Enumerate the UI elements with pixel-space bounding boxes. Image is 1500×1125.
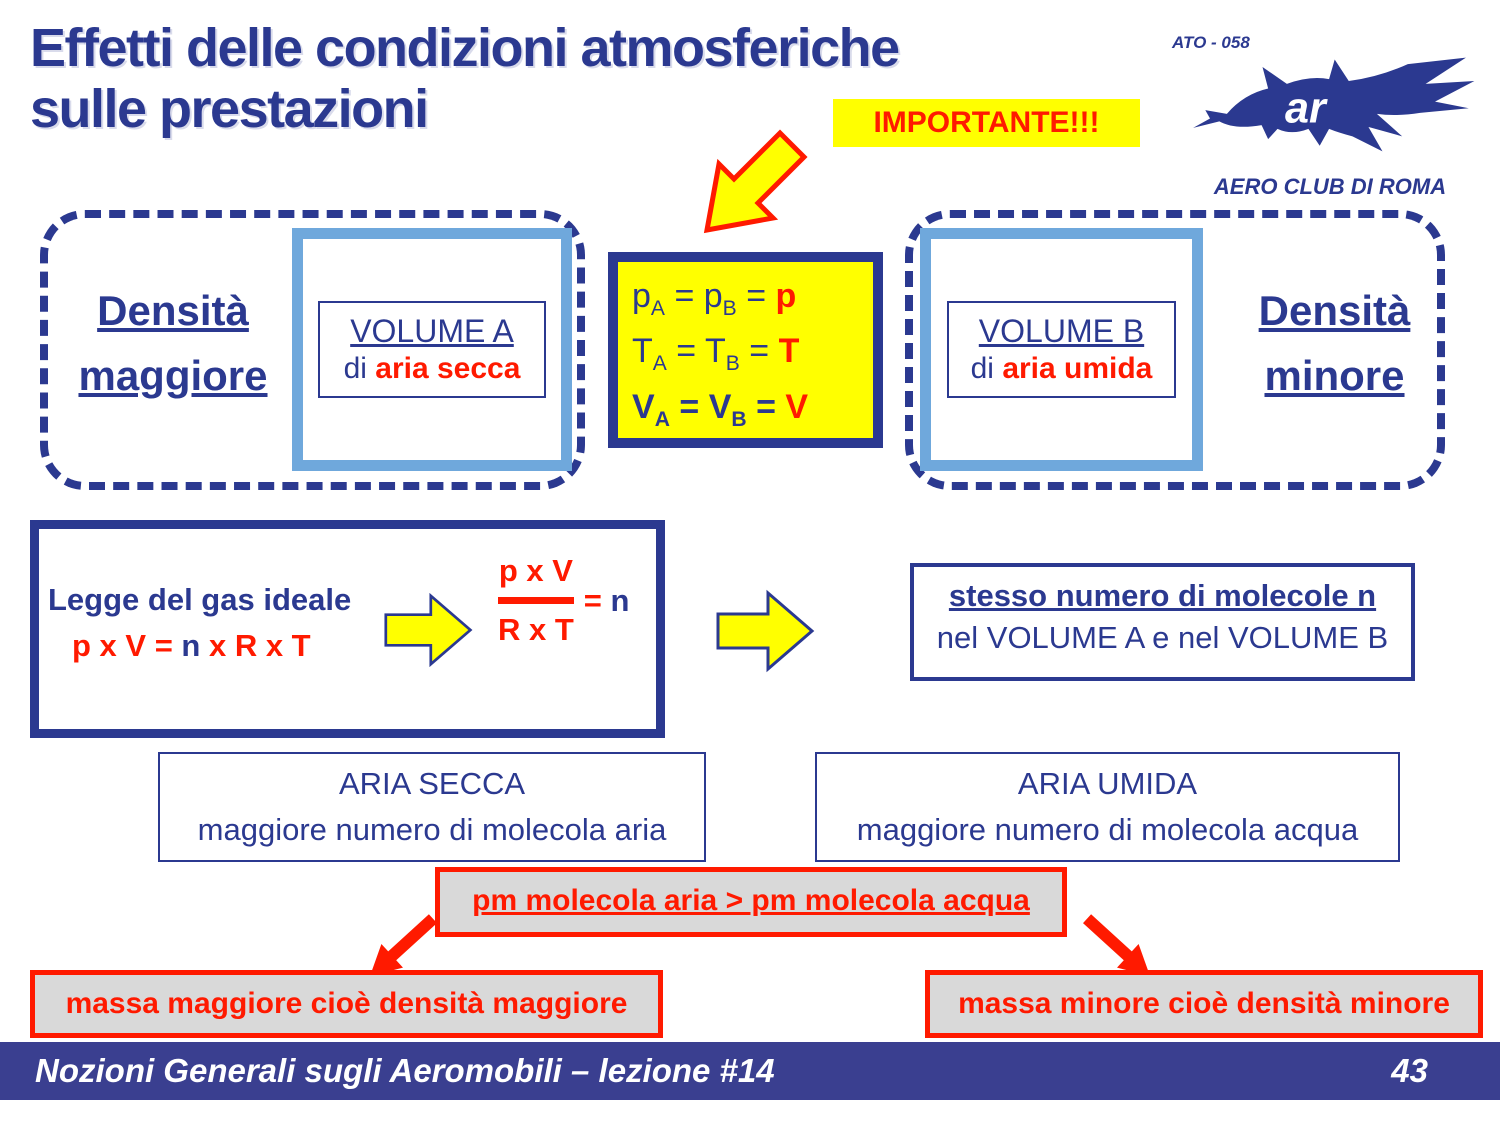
arrow-down-left-icon — [370, 914, 437, 976]
massa-maggiore-box: massa maggiore cioè densità maggiore — [30, 970, 663, 1038]
gas-law-title: Legge del gas ideale — [48, 582, 352, 617]
pm-comparison-box: pm molecola aria > pm molecola acqua — [435, 867, 1067, 937]
aria-umida-box: ARIA UMIDA maggiore numero di molecola a… — [815, 752, 1400, 862]
gas-law-formula: p x V = n x R x T — [72, 628, 311, 663]
aria-secca-box: ARIA SECCA maggiore numero di molecola a… — [158, 752, 706, 862]
gas-law-box — [30, 520, 665, 738]
block-arrow-right-icon — [716, 589, 815, 673]
volume-b-subtitle: di aria umida — [970, 352, 1153, 385]
volume-a-box: VOLUME A di aria secca — [292, 228, 572, 471]
page-title: Effetti delle condizioni atmosferiche su… — [30, 18, 1160, 140]
fraction-denominator: R x T — [498, 612, 574, 647]
fraction-result: = n — [583, 582, 630, 618]
volume-a-inner-box: VOLUME A di aria secca — [318, 301, 546, 398]
volume-a-title: VOLUME A — [350, 313, 514, 349]
footer-bar: Nozioni Generali sugli Aeromobili – lezi… — [0, 1042, 1500, 1100]
eagle-logo-icon: ar — [1193, 57, 1475, 152]
volume-a-subtitle: di aria secca — [343, 352, 521, 385]
density-right-label: Densità minore — [1258, 287, 1411, 400]
aero-club-label: AERO CLUB DI ROMA — [1213, 174, 1447, 199]
gas-law-fraction: p x V R x T = n — [498, 553, 629, 648]
block-arrow-down-left-icon — [703, 129, 808, 234]
page-title-line2: sulle prestazioni — [30, 79, 429, 140]
equality-row-p: pA = pB = p — [632, 277, 797, 320]
humid-air-group-outline — [905, 210, 1445, 490]
volume-b-title: VOLUME B — [978, 313, 1145, 349]
footer-page-number: 43 — [1391, 1052, 1428, 1089]
page-title-line1: Effetti delle condizioni atmosferiche — [30, 18, 900, 78]
footer-course-label: Nozioni Generali sugli Aeromobili – lezi… — [35, 1052, 775, 1089]
block-arrow-right-icon — [384, 592, 473, 668]
fraction-bar — [498, 597, 574, 604]
volume-b-box: VOLUME B di aria umida — [920, 228, 1203, 471]
density-left-label: Densità maggiore — [78, 287, 268, 400]
ato-code-label: ATO - 058 — [1172, 33, 1250, 52]
logo-monogram: ar — [1285, 84, 1328, 132]
equality-row-v: VA = VB = V — [632, 387, 809, 431]
arrow-down-right-icon — [1083, 914, 1150, 976]
dry-air-group-outline — [40, 210, 585, 490]
massa-minore-box: massa minore cioè densità minore — [925, 970, 1483, 1038]
equalities-box: pA = pB = p TA = TB = T VA = VB = V — [608, 252, 883, 448]
importante-badge: IMPORTANTE!!! — [833, 99, 1140, 147]
fraction-numerator: p x V — [498, 553, 573, 588]
same-molecules-box: stesso numero di molecole n nel VOLUME A… — [910, 563, 1415, 681]
volume-b-inner-box: VOLUME B di aria umida — [946, 301, 1177, 398]
equality-row-t: TA = TB = T — [632, 332, 800, 376]
